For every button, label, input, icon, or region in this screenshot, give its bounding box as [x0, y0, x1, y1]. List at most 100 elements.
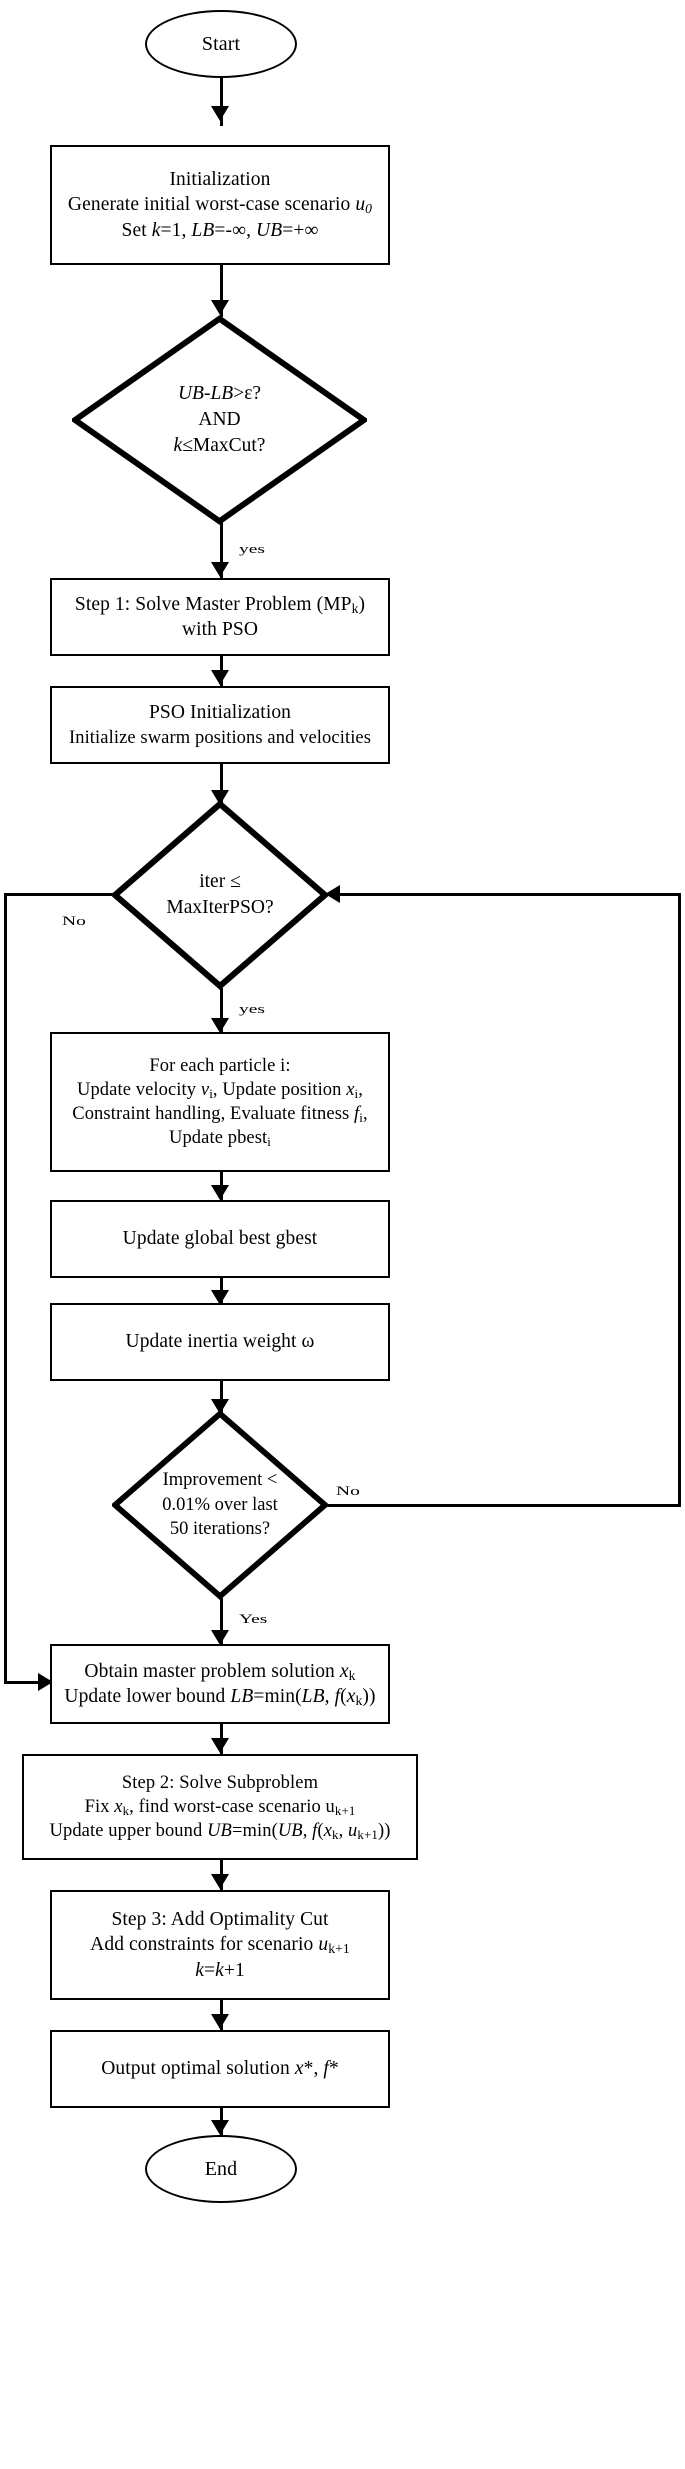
init-line2-u-sub: 0 [365, 201, 373, 217]
edge-label-convergence-yes: yes [239, 542, 265, 557]
improvement-diamond-text: Improvement < 0.01% over last 50 iterati… [112, 1410, 328, 1600]
improvement-line2: 0.01% over last [162, 1494, 278, 1515]
step3-line2: Add constraints for scenario uk+1 [90, 1932, 350, 1957]
improvement-line3: 50 iterations? [169, 1519, 271, 1540]
convergence-diamond-text: UB-LB>ε? AND k≤MaxCut? [72, 315, 367, 525]
init-line3-k-eq: =1, [160, 219, 192, 241]
step2-line2-b: , find worst-case scenario u [129, 1796, 335, 1817]
convergence-maxcut: ≤MaxCut? [182, 434, 266, 456]
edge-convergence-to-step1 [219, 522, 223, 580]
step3-line3-eq: = [203, 1959, 216, 1981]
node-pso-init-line1: PSO Initialization [148, 702, 292, 724]
edge-improvement-to-obtain [219, 1598, 223, 1648]
node-initialization-line3: Set k=1, LB=-∞, UB=+∞ [122, 218, 319, 243]
node-start: Start [145, 10, 297, 78]
init-line2-text: Generate initial worst-case scenario [67, 194, 356, 216]
particle-line3-f-sub: i [359, 1109, 363, 1125]
edge-itercheck-no-vertical [4, 893, 7, 1684]
improvement-line1: Improvement < [162, 1470, 278, 1491]
node-iter-check: iter ≤ MaxIterPSO? [112, 800, 328, 990]
step3-line2-u-sub: k+1 [328, 1941, 350, 1957]
particle-line2-b: , Update position [212, 1079, 347, 1100]
obtain-line2-f: f [334, 1686, 341, 1707]
particle-line4: Update pbesti [169, 1126, 271, 1150]
node-update-gbest: Update global best gbest [50, 1200, 390, 1278]
edge-improvement-no-vertical [678, 893, 681, 1507]
arrowhead-obtain-to-step2 [211, 1738, 229, 1753]
step2-line3-a: Update upper bound [49, 1821, 208, 1842]
step3-line3-k2: k [215, 1959, 224, 1981]
output-line1-a: Output optimal solution [101, 2058, 295, 2080]
obtain-line1-x-sub: k [348, 1667, 356, 1683]
step2-line2-a: Fix [84, 1796, 115, 1817]
iter-check-diamond-text: iter ≤ MaxIterPSO? [112, 800, 328, 990]
particle-line3-b: , [362, 1104, 368, 1124]
output-line1: Output optimal solution x*, f* [101, 2056, 339, 2081]
edge-label-improvement-yes: Yes [239, 1612, 268, 1627]
arrowhead-inertia-to-improvement [211, 1399, 229, 1414]
obtain-line1-x: x [339, 1660, 349, 1682]
particle-line2: Update velocity vi, Update position xi, [77, 1078, 363, 1102]
step2-line3-ub2: UB [277, 1821, 303, 1842]
particle-line4-sub: i [267, 1133, 271, 1149]
arrowhead-gbest-to-inertia [211, 1290, 229, 1305]
arrowhead-itercheck-no-to-obtain [38, 1673, 53, 1691]
convergence-ublb: UB-LB [177, 383, 234, 405]
arrowhead-step1-to-psoinit [211, 670, 229, 685]
node-step1: Step 1: Solve Master Problem (MPk) with … [50, 578, 390, 656]
step2-line3: Update upper bound UB=min(UB, f(xk, uk+1… [50, 1819, 391, 1843]
step2-line2-u-sub: k+1 [334, 1802, 356, 1818]
particle-line2-c: , [358, 1079, 363, 1100]
node-pso-init-line2: Initialize swarm positions and velocitie… [68, 727, 372, 748]
node-step1-line2: with PSO [181, 619, 259, 640]
init-line2-u: u [355, 194, 366, 216]
particle-line2-a: Update velocity [77, 1079, 201, 1100]
iter-check-diamond-shape [112, 800, 328, 990]
node-start-label: Start [201, 33, 241, 55]
step2-line3-ub: UB [207, 1821, 232, 1842]
arrowhead-itercheck-to-particle [211, 1018, 229, 1033]
obtain-line2-d: ( [340, 1686, 347, 1707]
step3-line2-u: u [318, 1934, 329, 1956]
step2-line2-x-sub: k [122, 1802, 130, 1818]
step2-line3-x-sub: k [332, 1826, 339, 1842]
step1-line1-paren: ) [358, 593, 366, 615]
node-step2: Step 2: Solve Subproblem Fix xk, find wo… [22, 1754, 418, 1860]
step3-line1: Step 3: Add Optimality Cut [111, 1908, 329, 1930]
node-pso-initialization: PSO Initialization Initialize swarm posi… [50, 686, 390, 764]
particle-line4-a: Update pbest [168, 1128, 268, 1149]
obtain-line2-lb: LB [230, 1686, 254, 1707]
arrowhead-step2-to-step3 [211, 1874, 229, 1889]
arrowhead-output-to-end [211, 2120, 229, 2135]
node-initialization-line2: Generate initial worst-case scenario u0 [68, 192, 372, 217]
convergence-eps: >ε? [233, 383, 262, 405]
convergence-line3: k≤MaxCut? [174, 433, 266, 459]
output-line1-c: * [328, 2058, 339, 2080]
update-inertia-label: Update inertia weight ω [125, 1331, 315, 1353]
convergence-line1: UB-LB>ε? [178, 381, 261, 407]
edge-initialization-to-convergence [219, 265, 223, 317]
step2-line3-g: )) [377, 1821, 391, 1842]
node-obtain-master: Obtain master problem solution xk Update… [50, 1644, 390, 1724]
edge-improvement-no-to-itercheck [325, 893, 681, 896]
edge-label-improvement-no: No [336, 1484, 360, 1499]
particle-line2-v-sub: i [209, 1085, 213, 1101]
node-update-inertia: Update inertia weight ω [50, 1303, 390, 1381]
particle-line2-x: x [346, 1079, 355, 1100]
edge-itercheck-to-particle [219, 988, 223, 1034]
edge-start-to-initialization [219, 78, 223, 126]
step3-line3: k=k+1 [195, 1958, 245, 1983]
particle-line3-f: f [354, 1104, 360, 1124]
node-step1-line1: Step 1: Solve Master Problem (MPk) [75, 592, 365, 617]
node-initialization-line1: Initialization [169, 168, 271, 190]
step2-line3-d: ( [317, 1821, 324, 1842]
init-line3-set: Set [121, 219, 152, 241]
edge-psoinit-to-itercheck [219, 764, 223, 804]
improvement-diamond-shape [112, 1410, 328, 1600]
obtain-line2: Update lower bound LB=min(LB, f(xk)) [64, 1684, 375, 1709]
obtain-line2-x-sub: k [355, 1693, 363, 1708]
particle-line3: Constraint handling, Evaluate fitness fi… [72, 1102, 367, 1126]
output-line1-x: x [294, 2058, 304, 2080]
edge-inertia-to-improvement [219, 1381, 223, 1415]
